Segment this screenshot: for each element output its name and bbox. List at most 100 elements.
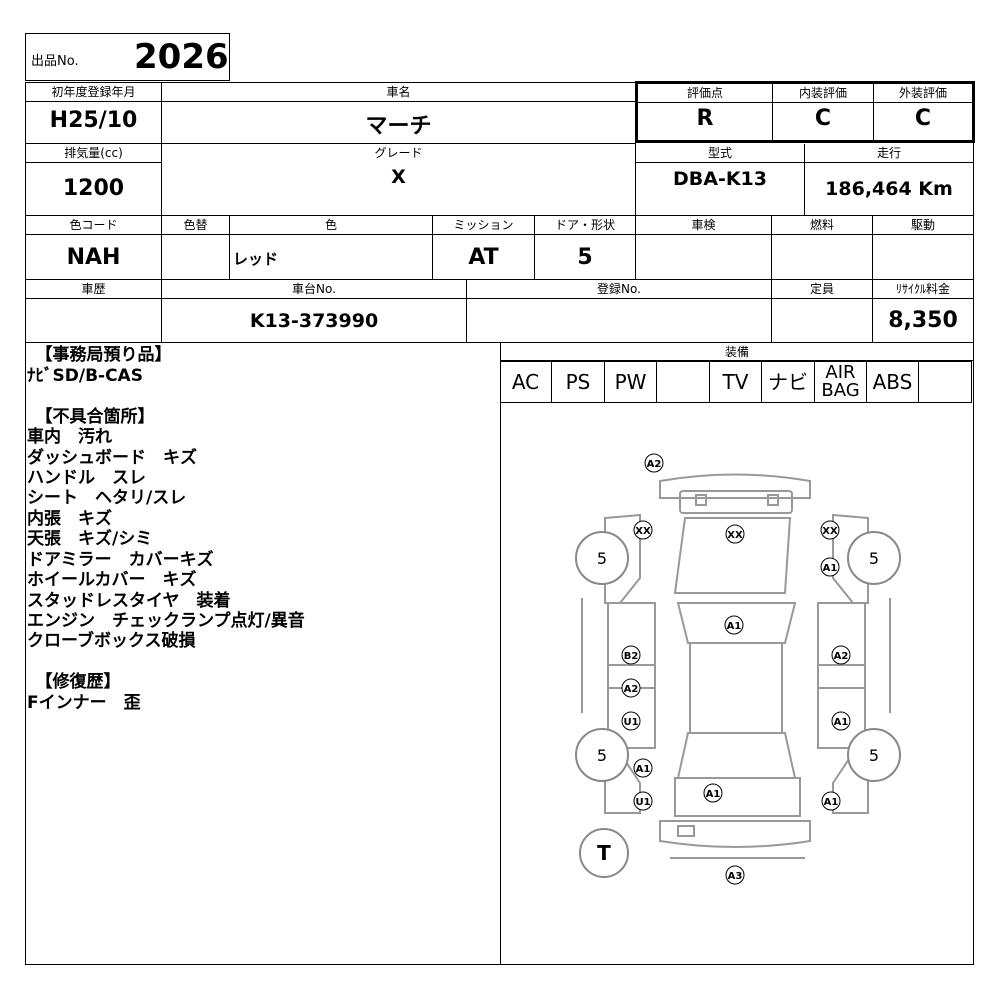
interior-cell: 内装評価 C (773, 84, 874, 140)
drive-cell: 駆動 (873, 216, 973, 280)
svg-text:A3: A3 (728, 871, 743, 882)
note-line: ﾅﾋﾞSD/B-CAS (27, 366, 143, 386)
equipment-row (500, 361, 972, 403)
svg-text:5: 5 (597, 746, 607, 765)
svg-text:5: 5 (597, 549, 607, 568)
lot-box: 出品No. 2026 (25, 33, 230, 81)
tire-rear-right: 5 (847, 728, 901, 782)
equip-blank (657, 362, 710, 402)
note-line: 天張 キズ/シミ (27, 529, 153, 549)
car-name-label: 車名 (162, 83, 635, 102)
drive-label: 駆動 (873, 216, 973, 235)
tire-front-left: 5 (575, 531, 629, 585)
damage-mark: A2 (621, 678, 641, 698)
recycle-cell: ﾘｻｲｸﾙ料金 8,350 (873, 280, 973, 343)
color-code-value: NAH (66, 245, 121, 270)
svg-text:A1: A1 (727, 621, 742, 632)
note-line: スタッドレスタイヤ 装着 (27, 591, 231, 611)
note-line: Fインナー 歪 (27, 693, 141, 713)
cc-value: 1200 (62, 176, 125, 201)
year-label: 初年度登録年月 (26, 83, 161, 102)
svg-text:U1: U1 (623, 717, 638, 728)
interior-value: C (814, 106, 832, 131)
note-line: 【修復歴】 (27, 672, 121, 692)
damage-mark: A1 (633, 758, 653, 778)
equip-tv: TV (710, 362, 762, 402)
score-label: 評価点 (638, 84, 772, 103)
inspection-label: 車検 (636, 216, 771, 235)
spare-tire: T (579, 828, 629, 878)
car-name-value: マーチ (365, 114, 432, 139)
chassis-value: K13-373990 (249, 310, 379, 332)
grade-cell: グレード X (162, 144, 636, 216)
svg-text:B2: B2 (624, 651, 639, 662)
reg-cell: 登録No. (467, 280, 772, 343)
equip-blank2 (919, 362, 972, 402)
equip-pw: PW (605, 362, 657, 402)
inspection-cell: 車検 (636, 216, 772, 280)
note-line: ホイールカバー キズ (27, 570, 197, 590)
note-line: 【事務局預り品】 (27, 345, 172, 365)
chassis-label: 車台No. (162, 280, 466, 299)
door-label: ドア・形状 (535, 216, 635, 235)
note-line: ダッシュボード キズ (27, 448, 197, 468)
damage-mark: U1 (633, 791, 653, 811)
score-cell: 評価点 R (638, 84, 773, 140)
svg-text:A2: A2 (624, 684, 639, 695)
grade-label: グレード (374, 146, 423, 160)
exterior-value: C (914, 106, 932, 131)
color-label: 色 (230, 216, 432, 235)
door-cell: ドア・形状 5 (535, 216, 636, 280)
note-line: 【不具合箇所】 (27, 407, 155, 427)
svg-text:T: T (597, 841, 611, 865)
damage-mark: XX (725, 524, 745, 544)
svg-text:5: 5 (869, 549, 879, 568)
svg-text:XX: XX (727, 530, 743, 541)
svg-text:U1: U1 (635, 797, 650, 808)
exterior-label: 外装評価 (874, 84, 972, 103)
recycle-label: ﾘｻｲｸﾙ料金 (873, 280, 973, 299)
color-code-cell: 色コード NAH (26, 216, 162, 280)
interior-label: 内装評価 (773, 84, 873, 103)
history-label: 車歴 (26, 280, 161, 299)
equipment-label: 装備 (500, 343, 974, 361)
mission-label: ミッション (433, 216, 534, 235)
damage-mark: A2 (831, 645, 851, 665)
car-name-cell: 車名 マーチ (162, 83, 636, 144)
fuel-label: 燃料 (772, 216, 872, 235)
equip-navi: ナビ (762, 362, 815, 402)
note-line: ドアミラー カバーキズ (27, 550, 214, 570)
model-label: 型式 (636, 144, 804, 163)
equip-ac: AC (500, 362, 552, 402)
damage-mark: A2 (644, 453, 664, 473)
score-value: R (696, 106, 714, 131)
damage-mark: A1 (703, 783, 723, 803)
recycle-value: 8,350 (888, 308, 958, 333)
svg-text:A1: A1 (706, 789, 721, 800)
damage-mark: B2 (621, 645, 641, 665)
note-line: 車内 汚れ (27, 427, 112, 447)
capacity-label: 定員 (772, 280, 872, 299)
cc-cell: 排気量(cc) 1200 (26, 144, 162, 216)
svg-text:A2: A2 (647, 459, 662, 470)
mileage-value: 186,464 Km (825, 178, 953, 200)
lower-divider (500, 343, 501, 964)
mileage-cell: 走行 186,464 Km (805, 144, 973, 216)
year-cell: 初年度登録年月 H25/10 (26, 83, 162, 144)
score-box: 評価点 R 内装評価 C 外装評価 C (635, 81, 975, 143)
svg-text:XX: XX (635, 526, 651, 537)
svg-text:A1: A1 (834, 717, 849, 728)
svg-text:A1: A1 (636, 764, 651, 775)
svg-text:A1: A1 (824, 797, 839, 808)
chassis-cell: 車台No. K13-373990 (162, 280, 467, 343)
sheet-frame: 初年度登録年月 H25/10 車名 マーチ 評価点 R 内装評価 C 外装評価 … (25, 81, 975, 965)
model-cell: 型式 DBA-K13 (636, 144, 805, 216)
repaint-cell: 色替 (162, 216, 230, 280)
note-line: 内張 キズ (27, 509, 112, 529)
damage-mark: XX (633, 520, 653, 540)
lot-number: 2026 (134, 37, 229, 77)
damage-mark: A1 (821, 791, 841, 811)
svg-text:A1: A1 (823, 563, 838, 574)
damage-mark: A1 (831, 711, 851, 731)
